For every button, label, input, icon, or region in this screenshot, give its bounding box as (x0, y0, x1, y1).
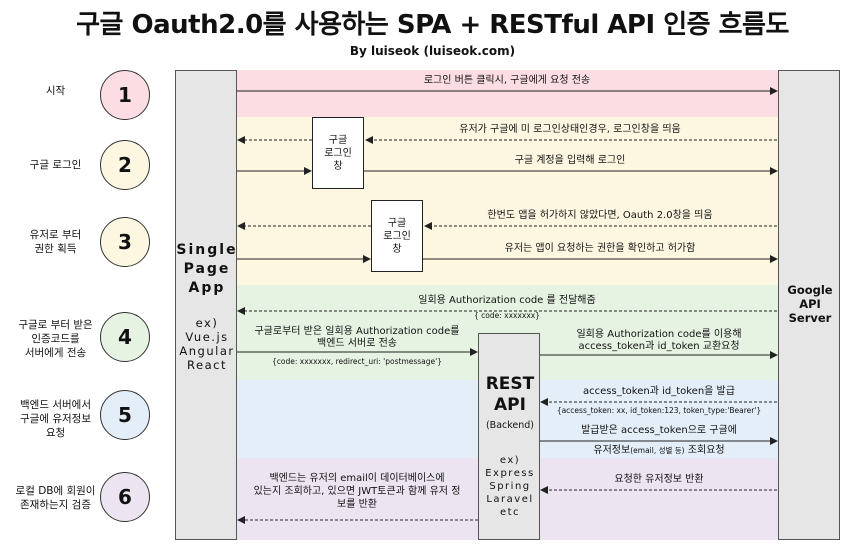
message-9-payload: {access_token: xx, id_token:123, token_t… (556, 406, 762, 415)
google-login-window-1-label: 구글 로그인 창 (324, 134, 352, 172)
step-circle-4: 4 (100, 312, 150, 362)
step-label-6: 로컬 DB에 회원이 존재하는지 검증 (15, 485, 96, 511)
step-label-2: 구글 로그인 (29, 159, 82, 171)
band-step-1 (175, 70, 805, 117)
google-api-column: Google API Server (778, 70, 840, 540)
google-login-window-2: 구글 로그인 창 (371, 200, 423, 272)
google-login-window-2-label: 구글 로그인 창 (383, 217, 411, 255)
step-label-3: 유저로 부터 권한 획득 (29, 229, 82, 255)
message-10b: 유저정보(email, 성별 등) 조회요청 (541, 445, 777, 457)
message-5: 유저는 앱이 요청하는 권한을 확인하고 허가함 (504, 243, 696, 254)
rest-api-column: REST API (Backend) ex) Express Spring La… (478, 333, 540, 540)
message-2: 유저가 구글에 미 로그인상태인경우, 로그인창을 띄움 (459, 124, 681, 135)
step-label-4: 구글로 부터 받은 인증코드를 서버에게 전송 (18, 319, 93, 359)
message-10: 발급받은 access_token으로 구글에 (581, 425, 737, 436)
band-step-2 (175, 117, 805, 195)
message-6-payload: { code: xxxxxxx} (474, 311, 540, 320)
step-circle-3: 3 (100, 217, 150, 267)
step-circle-2: 2 (100, 140, 150, 190)
message-4: 한번도 앱을 허가하지 않았다면, Oauth 2.0창을 띄움 (487, 210, 713, 221)
step-circle-1: 1 (100, 70, 150, 120)
step-label-5: 백엔드 서버에서 구글에 유저정보 요청 (20, 399, 91, 439)
message-7: 구글로부터 받은 일회용 Authorization code를 백엔드 서버로… (254, 326, 460, 349)
rest-api-subtitle: (Backend) (485, 420, 535, 431)
message-9: access_token과 id_token을 발급 (583, 386, 735, 397)
step-circle-5: 5 (100, 390, 150, 440)
google-api-title: Google API Server (787, 283, 833, 325)
page-title: 구글 Oauth2.0를 사용하는 SPA + RESTful API 인증 흐… (76, 10, 789, 40)
band-step-3 (175, 195, 805, 285)
spa-title: Single Page App (176, 242, 238, 296)
message-7-payload: {code: xxxxxxx, redirect_uri: 'postmessa… (272, 357, 442, 366)
rest-api-title: REST API (485, 374, 535, 415)
message-10b-post: 조회요청 (684, 445, 725, 456)
message-10b-pre: 유저정보 (593, 445, 631, 456)
step-label-1: 시작 (45, 85, 66, 97)
message-8: 일회용 Authorization code를 이용해 access_token… (576, 329, 742, 352)
step-circle-6: 6 (100, 472, 150, 522)
message-10b-small: (email, 성별 등) (630, 446, 685, 455)
message-1: 로그인 버튼 클릭시, 구글에게 요청 전송 (423, 75, 591, 86)
google-login-window-1: 구글 로그인 창 (312, 117, 364, 189)
message-11: 요청한 유저정보 반환 (614, 474, 704, 485)
message-6: 일회용 Authorization code 를 전달해줌 (418, 295, 596, 306)
message-12: 백엔드는 유저의 email이 데이터베이스에 있는지 조회하고, 있으면 JW… (253, 473, 461, 510)
message-3: 구글 계정을 입력해 로그인 (514, 155, 626, 166)
page-subtitle: By luiseok (luiseok.com) (349, 44, 516, 58)
rest-api-examples: ex) Express Spring Laravel etc (485, 455, 535, 518)
spa-examples: ex) Vue.js Angular React (179, 316, 235, 372)
spa-column: Single Page App ex) Vue.js Angular React (175, 70, 237, 540)
